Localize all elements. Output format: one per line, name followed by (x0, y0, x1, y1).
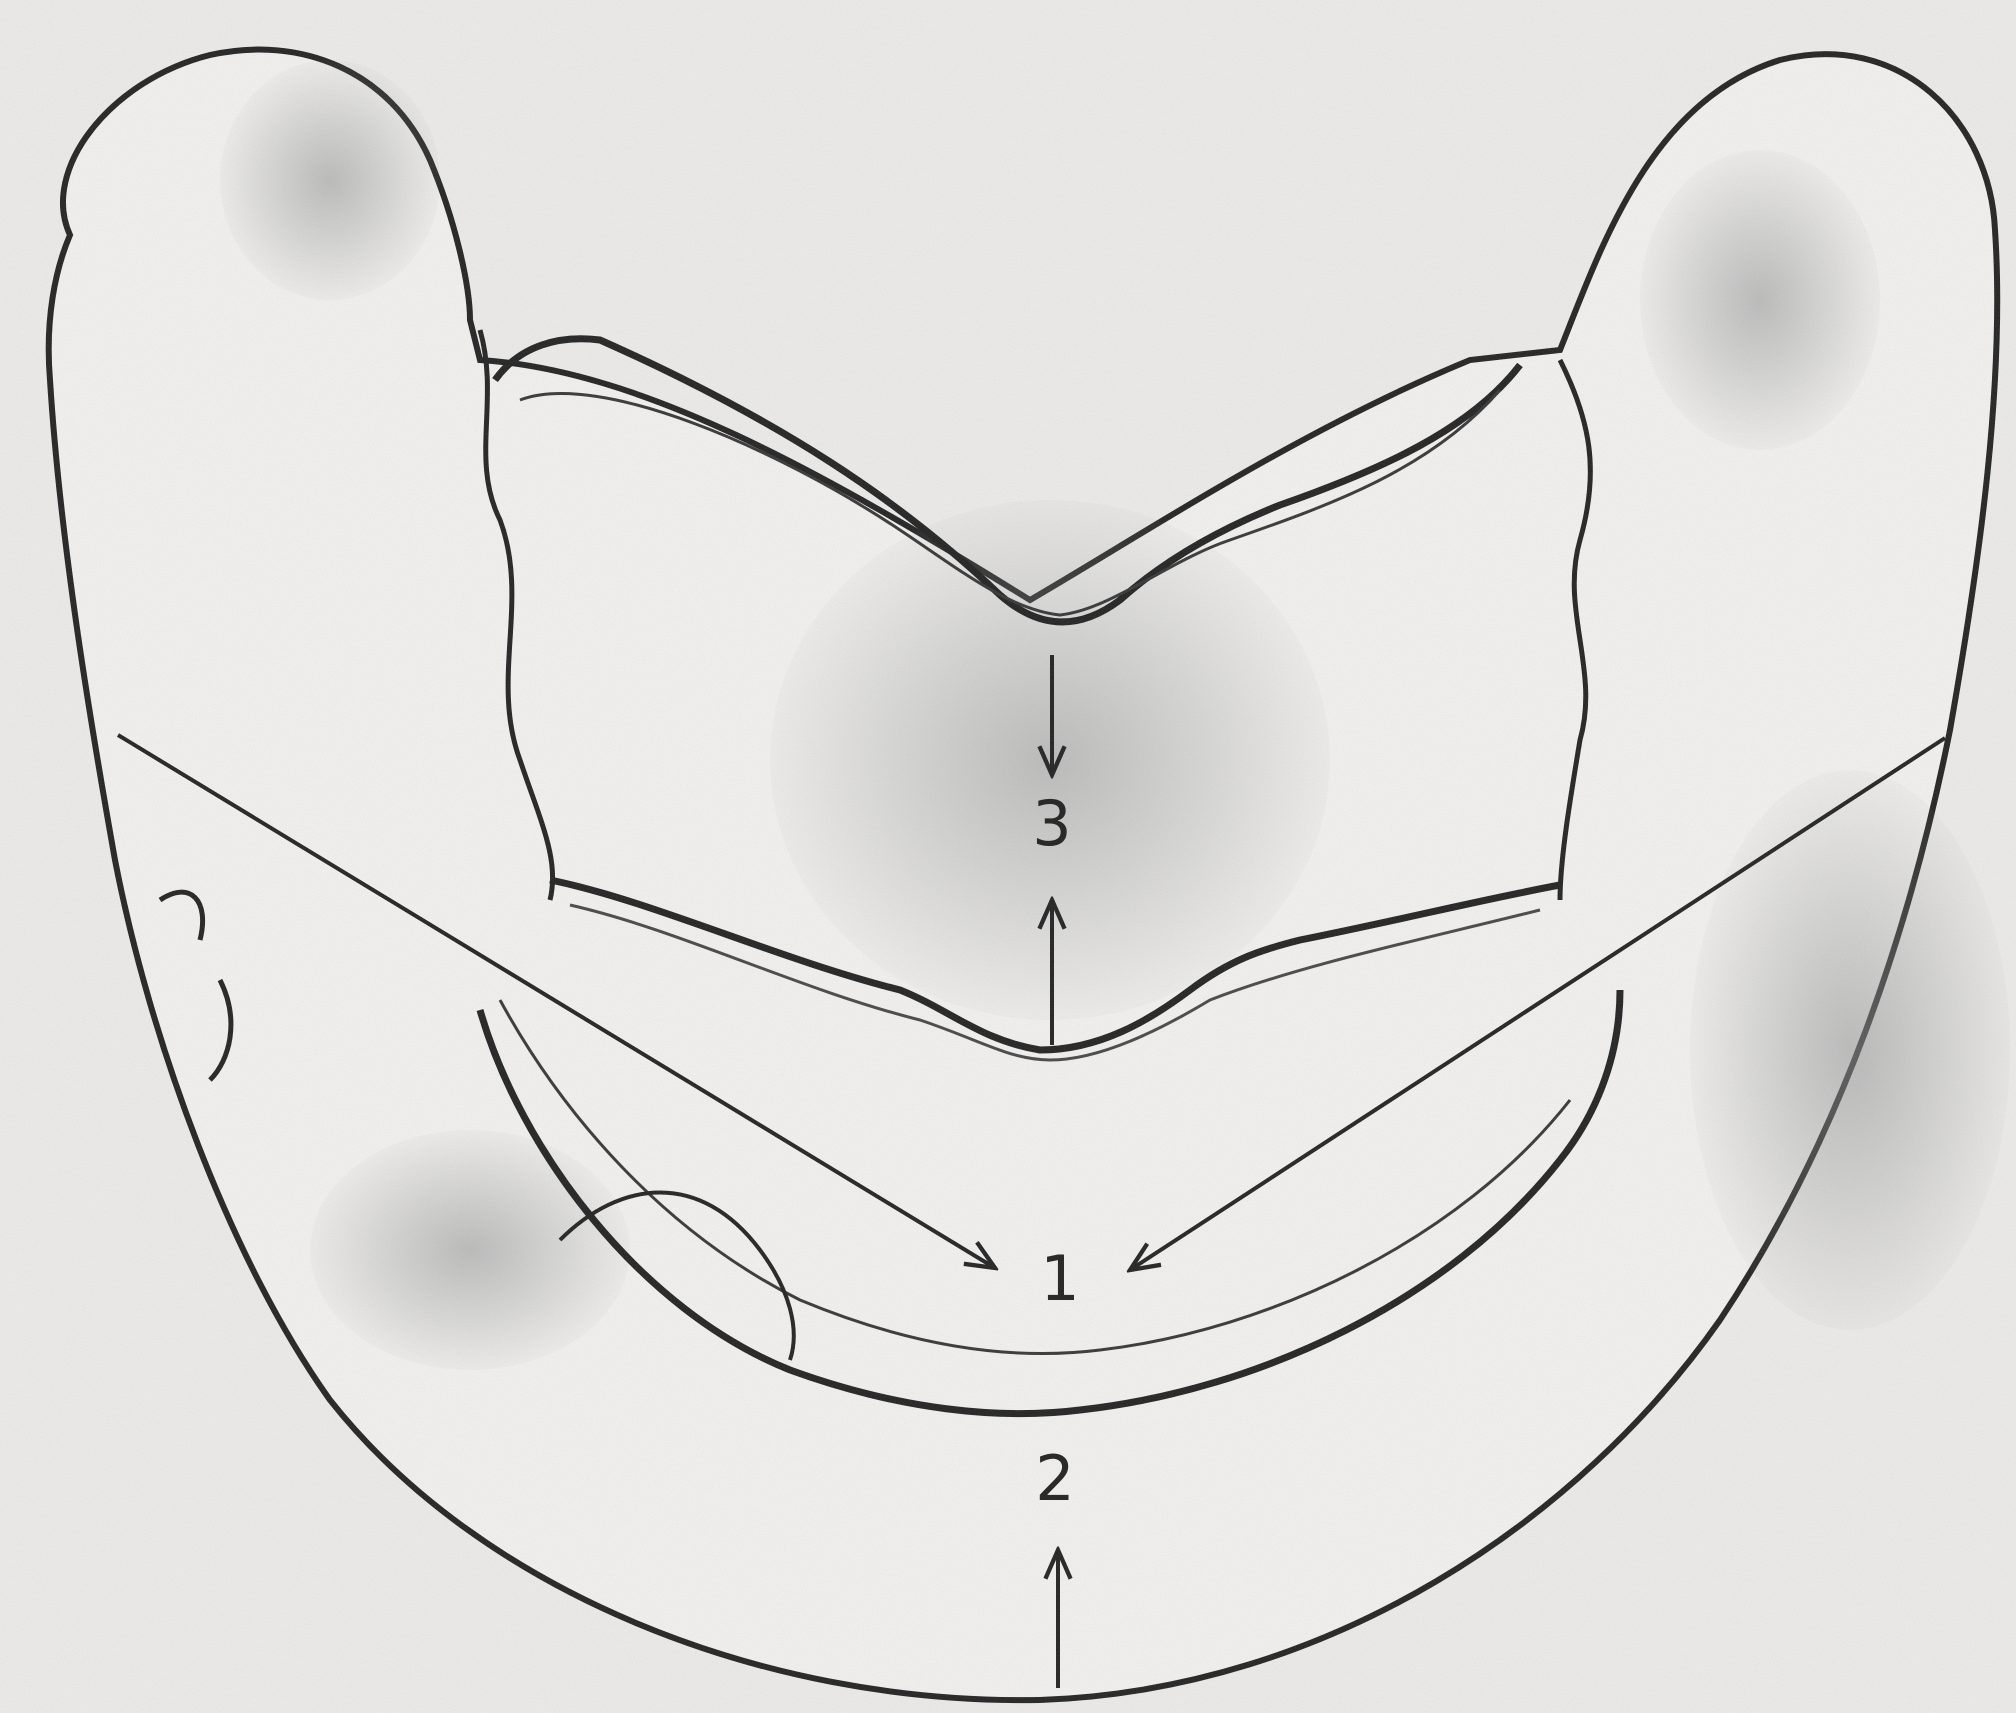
label-three: 3 (1032, 787, 1071, 860)
label-one: 1 (1040, 1242, 1079, 1315)
label-two: 2 (1035, 1442, 1074, 1515)
